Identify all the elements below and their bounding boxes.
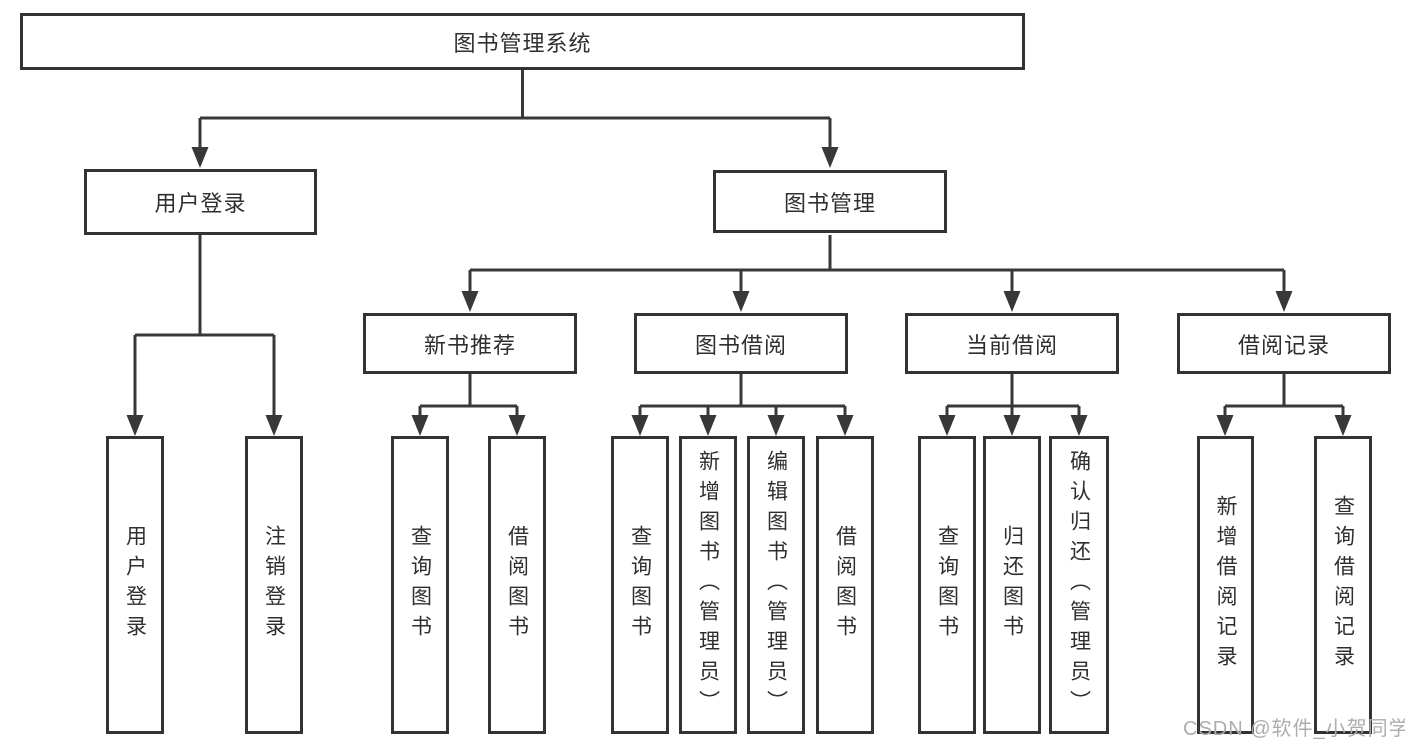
arrowhead-icon [631, 415, 854, 436]
leaf-query-books-current-label: 查询图书 [935, 525, 959, 645]
leaf-user-login: 用户登录 [106, 436, 164, 734]
leaf-borrow-books-recommend-label: 借阅图书 [505, 525, 529, 645]
node-user-login-label: 用户登录 [154, 191, 247, 216]
branch-current-borrow-connector [938, 374, 1088, 436]
branch-borrow-records-connector [1216, 374, 1352, 436]
leaf-confirm-return-admin-label: 确认归还（管理员） [1067, 450, 1091, 720]
branch-user-login-connector [126, 235, 283, 436]
branch-new-book-connector [411, 374, 526, 436]
branch-root-connector [191, 70, 839, 168]
connector-line [133, 235, 276, 416]
branch-book-borrow-connector [631, 374, 854, 436]
leaf-logout-label: 注销登录 [262, 525, 286, 645]
leaf-edit-book-admin: 编辑图书（管理员） [747, 436, 805, 734]
node-library-system: 图书管理系统 [20, 13, 1025, 70]
leaf-add-book-admin-label: 新增图书（管理员） [696, 450, 720, 720]
connector-line [945, 374, 1081, 415]
leaf-query-books-borrow: 查询图书 [611, 436, 669, 734]
leaf-query-borrow-record-label: 查询借阅记录 [1331, 495, 1355, 675]
node-book-management: 图书管理 [713, 170, 947, 233]
arrowhead-icon [938, 415, 1088, 436]
node-book-borrow: 图书借阅 [634, 313, 848, 374]
node-borrow-records-label: 借阅记录 [1237, 332, 1330, 358]
connector-line [468, 235, 1286, 292]
leaf-borrow-books-label: 借阅图书 [833, 525, 857, 645]
leaf-add-book-admin: 新增图书（管理员） [679, 436, 737, 734]
leaf-user-login-label: 用户登录 [123, 525, 147, 645]
leaf-query-books-recommend-label: 查询图书 [408, 525, 432, 645]
leaf-logout: 注销登录 [245, 436, 303, 734]
leaf-borrow-books: 借阅图书 [816, 436, 874, 734]
leaf-query-books-borrow-label: 查询图书 [628, 525, 652, 645]
connector-line [418, 374, 519, 415]
leaf-return-book-label: 归还图书 [1000, 525, 1024, 645]
leaf-query-borrow-record: 查询借阅记录 [1314, 436, 1372, 734]
leaf-confirm-return-admin: 确认归还（管理员） [1049, 436, 1109, 734]
node-user-login: 用户登录 [84, 169, 317, 235]
node-borrow-records: 借阅记录 [1177, 313, 1391, 374]
node-book-management-label: 图书管理 [783, 190, 876, 216]
csdn-watermark: CSDN @软件_小贺同学 [1183, 718, 1405, 740]
connector-line [638, 374, 847, 415]
node-book-borrow-label: 图书借阅 [694, 332, 787, 358]
branch-book-management-connector [461, 235, 1293, 312]
leaf-query-books-current: 查询图书 [918, 436, 976, 734]
leaf-add-borrow-record: 新增借阅记录 [1197, 436, 1254, 734]
leaf-query-books-recommend: 查询图书 [391, 436, 449, 734]
leaf-borrow-books-recommend: 借阅图书 [488, 436, 546, 734]
arrowhead-icon [126, 415, 283, 436]
connector-line [1223, 374, 1345, 415]
node-new-book-recommend-label: 新书推荐 [423, 332, 516, 358]
node-current-borrow-label: 当前借阅 [965, 332, 1058, 358]
leaf-add-borrow-record-label: 新增借阅记录 [1214, 495, 1237, 675]
node-current-borrow: 当前借阅 [905, 313, 1119, 374]
arrowhead-icon [461, 291, 1293, 312]
node-new-book-recommend: 新书推荐 [363, 313, 577, 374]
connector-line [198, 70, 832, 148]
arrowhead-icon [411, 415, 526, 436]
arrowhead-icon [191, 147, 839, 168]
arrowhead-icon [1216, 415, 1352, 436]
node-library-system-label: 图书管理系统 [453, 30, 592, 56]
leaf-edit-book-admin-label: 编辑图书（管理员） [764, 450, 788, 720]
leaf-return-book: 归还图书 [983, 436, 1041, 734]
